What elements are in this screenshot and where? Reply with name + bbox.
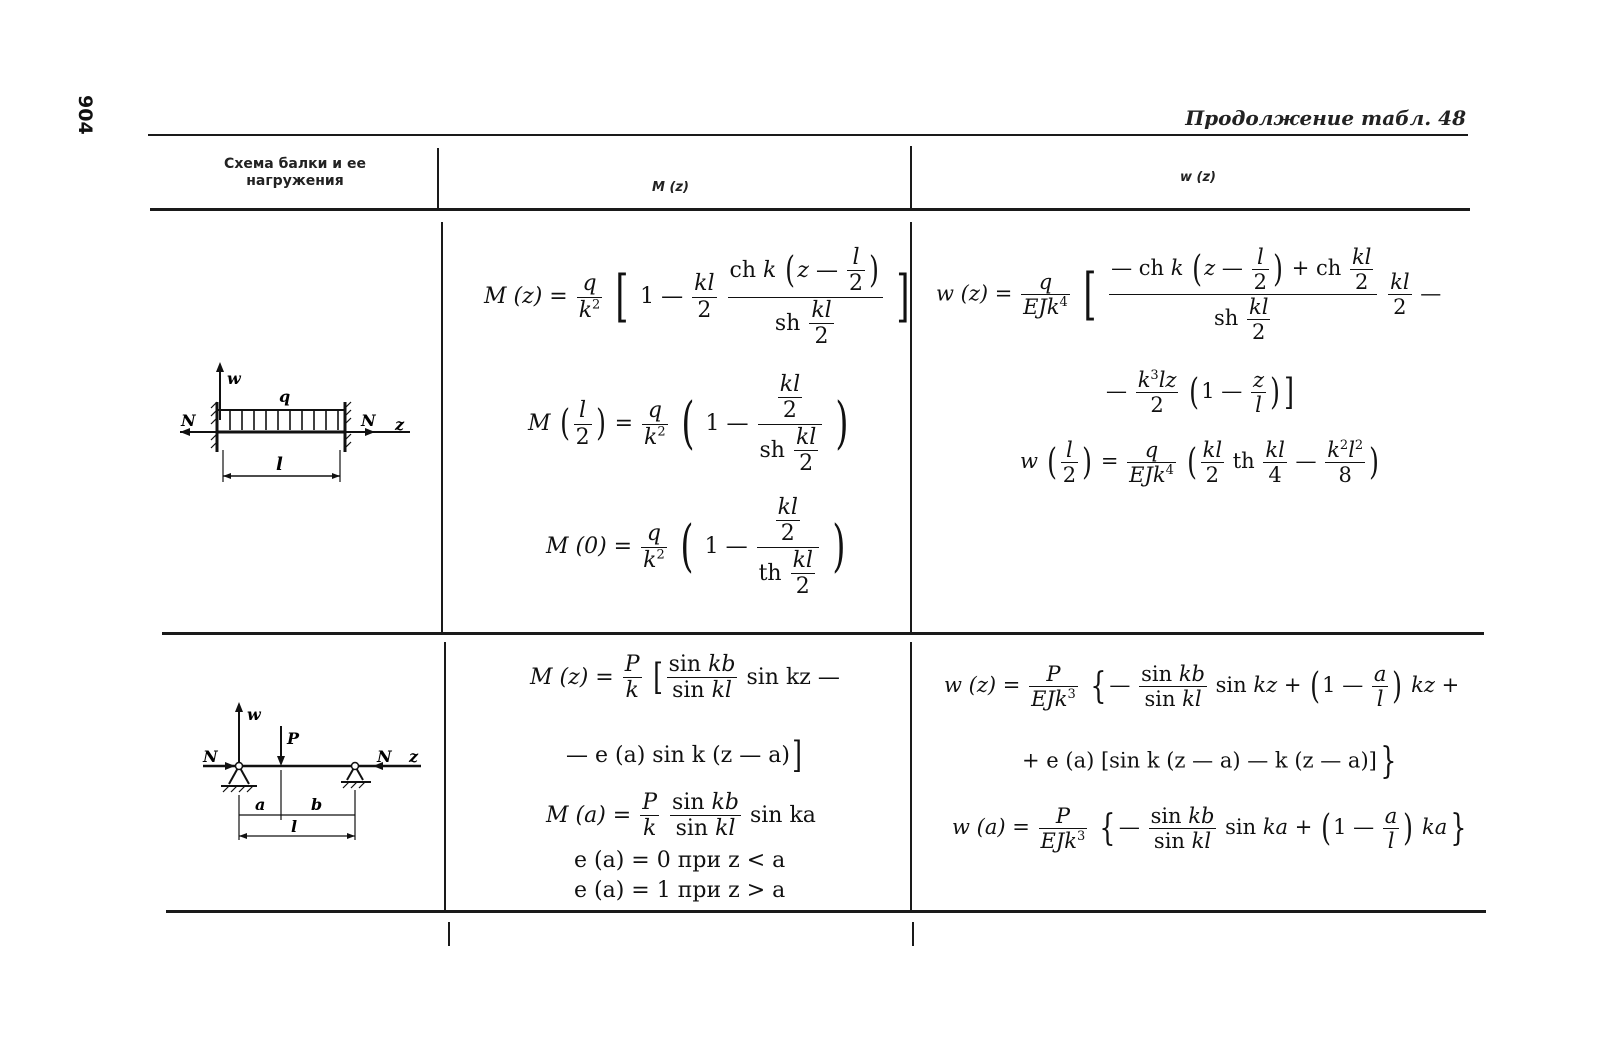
n-left-label: N	[180, 411, 197, 430]
row-divider-rule	[162, 632, 1484, 635]
w-label: w	[247, 705, 262, 724]
condition-e-one: e (a) = 1 при z > a	[574, 878, 786, 903]
header-moment: M (z)	[652, 180, 689, 195]
q-label: q	[279, 387, 290, 406]
condition-e-zero: e (a) = 0 при z < a	[574, 848, 786, 873]
formula-w-z-row2-cont: + e (a) [sin k (z — a) — k (z — a)]}	[1022, 741, 1397, 782]
beam-diagram-uniform-load: w q N N z l	[180, 362, 410, 482]
a-label: a	[255, 795, 265, 814]
mz-tail: sin kz —	[746, 664, 840, 690]
z-label: z	[394, 415, 405, 434]
column-divider-2-tail	[912, 922, 914, 946]
l-label: l	[276, 454, 283, 475]
n-right-label: N	[360, 411, 377, 430]
p-label: P	[286, 729, 300, 748]
column-divider-1-row1	[441, 222, 443, 632]
w-label: w	[227, 369, 242, 388]
header-bottom-rule	[150, 208, 1470, 211]
n-left-label: N	[202, 747, 219, 766]
column-divider-1	[437, 148, 439, 210]
page-number: 904	[74, 95, 96, 135]
table-top-rule	[148, 134, 1468, 136]
table-continuation-caption: Продолжение табл. 48	[1185, 106, 1466, 130]
header-deflection: w (z)	[1180, 170, 1216, 185]
z-label: z	[408, 747, 419, 766]
column-divider-2-row1	[910, 222, 912, 632]
n-right-label: N	[376, 747, 393, 766]
b-label: b	[311, 795, 322, 814]
column-divider-2	[910, 146, 912, 210]
formula-m-z-row2-cont: — e (a) sin k (z — a)]	[566, 735, 802, 776]
column-divider-1-tail	[448, 922, 450, 946]
table-bottom-rule	[166, 910, 1486, 913]
header-scheme: Схема балки и ее нагружения	[224, 156, 366, 189]
l-label: l	[291, 817, 297, 836]
beam-diagram-point-load: w P N N z a b l	[202, 702, 421, 840]
column-divider-2-row2	[910, 642, 912, 910]
column-divider-1-row2	[444, 642, 446, 910]
